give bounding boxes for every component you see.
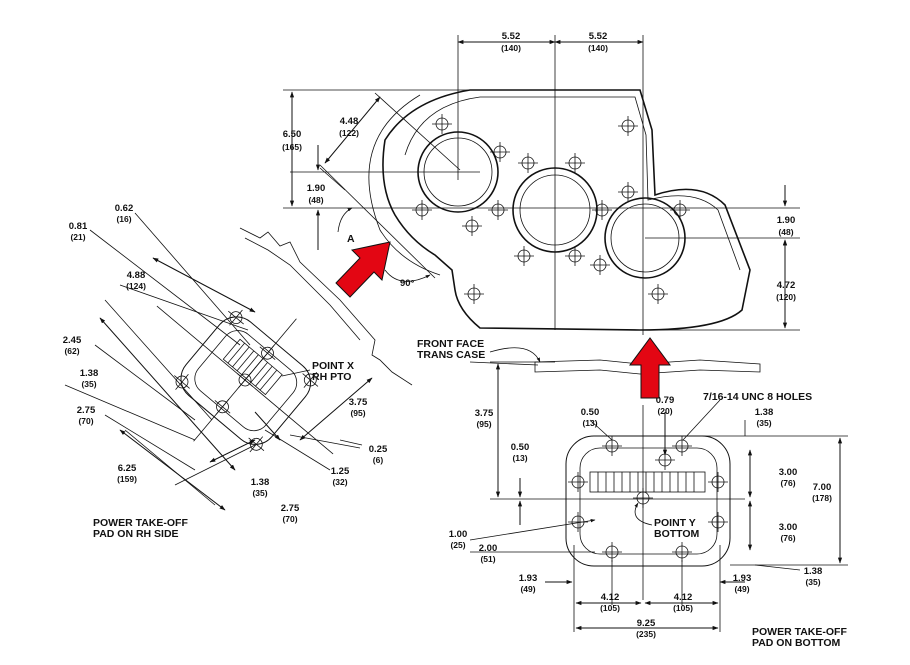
bottom-gear-teeth (589, 471, 706, 493)
dim-081: 0.81 (69, 221, 88, 232)
dim-079: 0.79 (656, 395, 675, 406)
dim-375-bottom: 3.75 (475, 408, 494, 419)
dim-245-mm: (62) (64, 346, 79, 356)
dim-081-mm: (21) (70, 232, 85, 242)
dim-375-side-mm: (95) (350, 408, 365, 418)
dim-300-lower: 3.00 (779, 522, 798, 533)
point-x-label: POINT X (312, 360, 354, 372)
dim-138-bottom: 1.38 (755, 407, 774, 418)
front-face-label: FRONT FACE (417, 338, 484, 350)
view-arrow-side-icon (335, 241, 391, 298)
dim-625-mm: (159) (117, 474, 137, 484)
dim-412-right-mm: (105) (673, 603, 693, 613)
pto-side-caption-2: PAD ON RH SIDE (93, 528, 179, 540)
dim-050-top-mm: (13) (582, 418, 597, 428)
dim-top-left-mm: (140) (501, 43, 521, 53)
point-y-sublabel: BOTTOM (654, 528, 700, 540)
dim-193-left-mm: (49) (520, 584, 535, 594)
section-a-label: A (347, 233, 355, 245)
dim-925-mm: (235) (636, 629, 656, 639)
dim-138: 1.38 (80, 368, 99, 379)
dim-375-side: 3.75 (349, 397, 368, 408)
dim-700: 7.00 (813, 482, 832, 493)
dim-125: 1.25 (331, 466, 350, 477)
dim-100: 1.00 (449, 529, 468, 540)
pto-bottom-view: 3.75 (95) 0.50 (13) 0.79 (20) 0.50 (13) … (417, 337, 848, 649)
dim-138-lower-mm: (35) (805, 577, 820, 587)
dim-079-mm: (20) (657, 406, 672, 416)
point-y-label: POINT Y (654, 517, 696, 529)
dim-650-mm: (165) (282, 142, 302, 152)
dim-138-bottom-mm: (35) (756, 418, 771, 428)
dim-275-mm: (70) (78, 416, 93, 426)
pto-rh-side-view: 0.62 (16) 0.81 (21) 4.88 (124) 2.45 (62)… (63, 203, 413, 540)
dim-650: 6.50 (283, 129, 302, 140)
dim-488: 4.88 (127, 270, 146, 281)
case-bolt-holes (411, 113, 691, 305)
transmission-case-view: 5.52 (140) 5.52 (140) 6.50 (165) 4.48 (1… (282, 31, 800, 335)
holes-label: 7/16-14 UNC 8 HOLES (703, 391, 812, 403)
dim-412-left: 4.12 (601, 592, 620, 603)
dim-190-right: 1.90 (777, 215, 796, 226)
point-x-sublabel: RH PTO (312, 371, 351, 383)
dim-125-mm: (32) (332, 477, 347, 487)
dim-025: 0.25 (369, 444, 388, 455)
angle-label: 90° (400, 278, 415, 289)
front-face-line (534, 359, 761, 375)
case-flange-curve (368, 94, 441, 276)
dim-275: 2.75 (77, 405, 96, 416)
dim-193-left: 1.93 (519, 573, 538, 584)
dim-138-lower: 1.38 (804, 566, 823, 577)
pto-side-caption: POWER TAKE-OFF (93, 517, 188, 529)
dim-448-mm: (122) (339, 128, 359, 138)
dim-top-right: 5.52 (589, 31, 608, 42)
dim-200: 2.00 (479, 543, 498, 554)
dim-062-mm: (16) (116, 214, 131, 224)
dim-448: 4.48 (340, 116, 359, 127)
dim-488-mm: (124) (126, 281, 146, 291)
dim-300-upper-mm: (76) (780, 478, 795, 488)
dim-138b-mm: (35) (252, 488, 267, 498)
case-inner-contour (404, 96, 741, 271)
dim-050-left: 0.50 (511, 442, 530, 453)
dim-062: 0.62 (115, 203, 134, 214)
dim-925: 9.25 (637, 618, 656, 629)
pto-bottom-caption: POWER TAKE-OFF (752, 626, 847, 638)
pto-bottom-caption-2: PAD ON BOTTOM (752, 637, 841, 649)
dim-190-left: 1.90 (307, 183, 326, 194)
dim-472: 4.72 (777, 280, 796, 291)
dim-193-right: 1.93 (733, 573, 752, 584)
dim-412-left-mm: (105) (600, 603, 620, 613)
dim-190-right-mm: (48) (778, 227, 793, 237)
side-break-line (239, 227, 413, 386)
bottom-pad-outline (565, 435, 731, 567)
dim-050-top: 0.50 (581, 407, 600, 418)
dim-300-upper: 3.00 (779, 467, 798, 478)
dim-275b: 2.75 (281, 503, 300, 514)
case-outline (382, 89, 751, 331)
dim-025-mm: (6) (373, 455, 384, 465)
dim-190-left-mm: (48) (308, 195, 323, 205)
dim-700-mm: (178) (812, 493, 832, 503)
dim-top-left: 5.52 (502, 31, 521, 42)
front-face-sublabel: TRANS CASE (417, 349, 485, 361)
dim-100-mm: (25) (450, 540, 465, 550)
dim-138b: 1.38 (251, 477, 270, 488)
dim-412-right: 4.12 (674, 592, 693, 603)
dim-300-lower-mm: (76) (780, 533, 795, 543)
dim-375-bottom-mm: (95) (476, 419, 491, 429)
dim-138-mm: (35) (81, 379, 96, 389)
dim-193-right-mm: (49) (734, 584, 749, 594)
dim-472-mm: (120) (776, 292, 796, 302)
dim-top-right-mm: (140) (588, 43, 608, 53)
dim-245: 2.45 (63, 335, 82, 346)
dim-050-left-mm: (13) (512, 453, 527, 463)
dim-275b-mm: (70) (282, 514, 297, 524)
view-arrow-bottom-icon (629, 337, 671, 399)
dim-625: 6.25 (118, 463, 137, 474)
dim-200-mm: (51) (480, 554, 495, 564)
